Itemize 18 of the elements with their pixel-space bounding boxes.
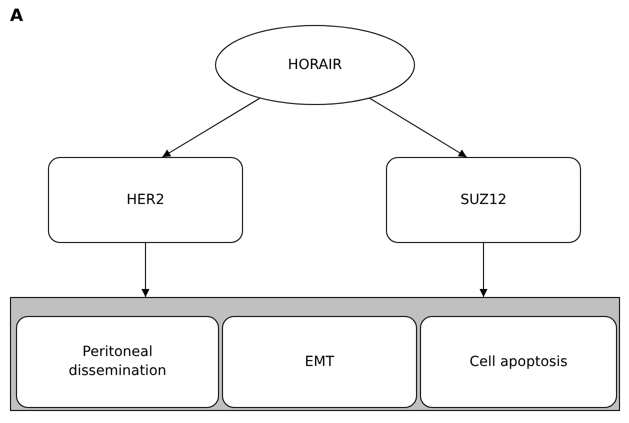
node-text: HORAIR (288, 56, 342, 74)
panel-letter: A (10, 6, 24, 26)
rounded-box (420, 316, 617, 408)
node-text: HER2 (126, 190, 164, 210)
arrow (370, 98, 468, 158)
ellipse-node (215, 25, 415, 105)
node-text: SUZ12 (460, 190, 507, 210)
node-text: Peritoneal dissemination (68, 343, 168, 381)
rounded-box (386, 157, 581, 243)
node-text: Cell apoptosis (469, 352, 568, 372)
arrow (162, 98, 260, 158)
rounded-box (16, 316, 219, 408)
group-panel (10, 297, 620, 411)
node-text: EMT (304, 352, 334, 372)
arrow (480, 242, 488, 298)
arrow (142, 242, 150, 298)
rounded-box (222, 316, 417, 408)
rounded-box (48, 157, 243, 243)
